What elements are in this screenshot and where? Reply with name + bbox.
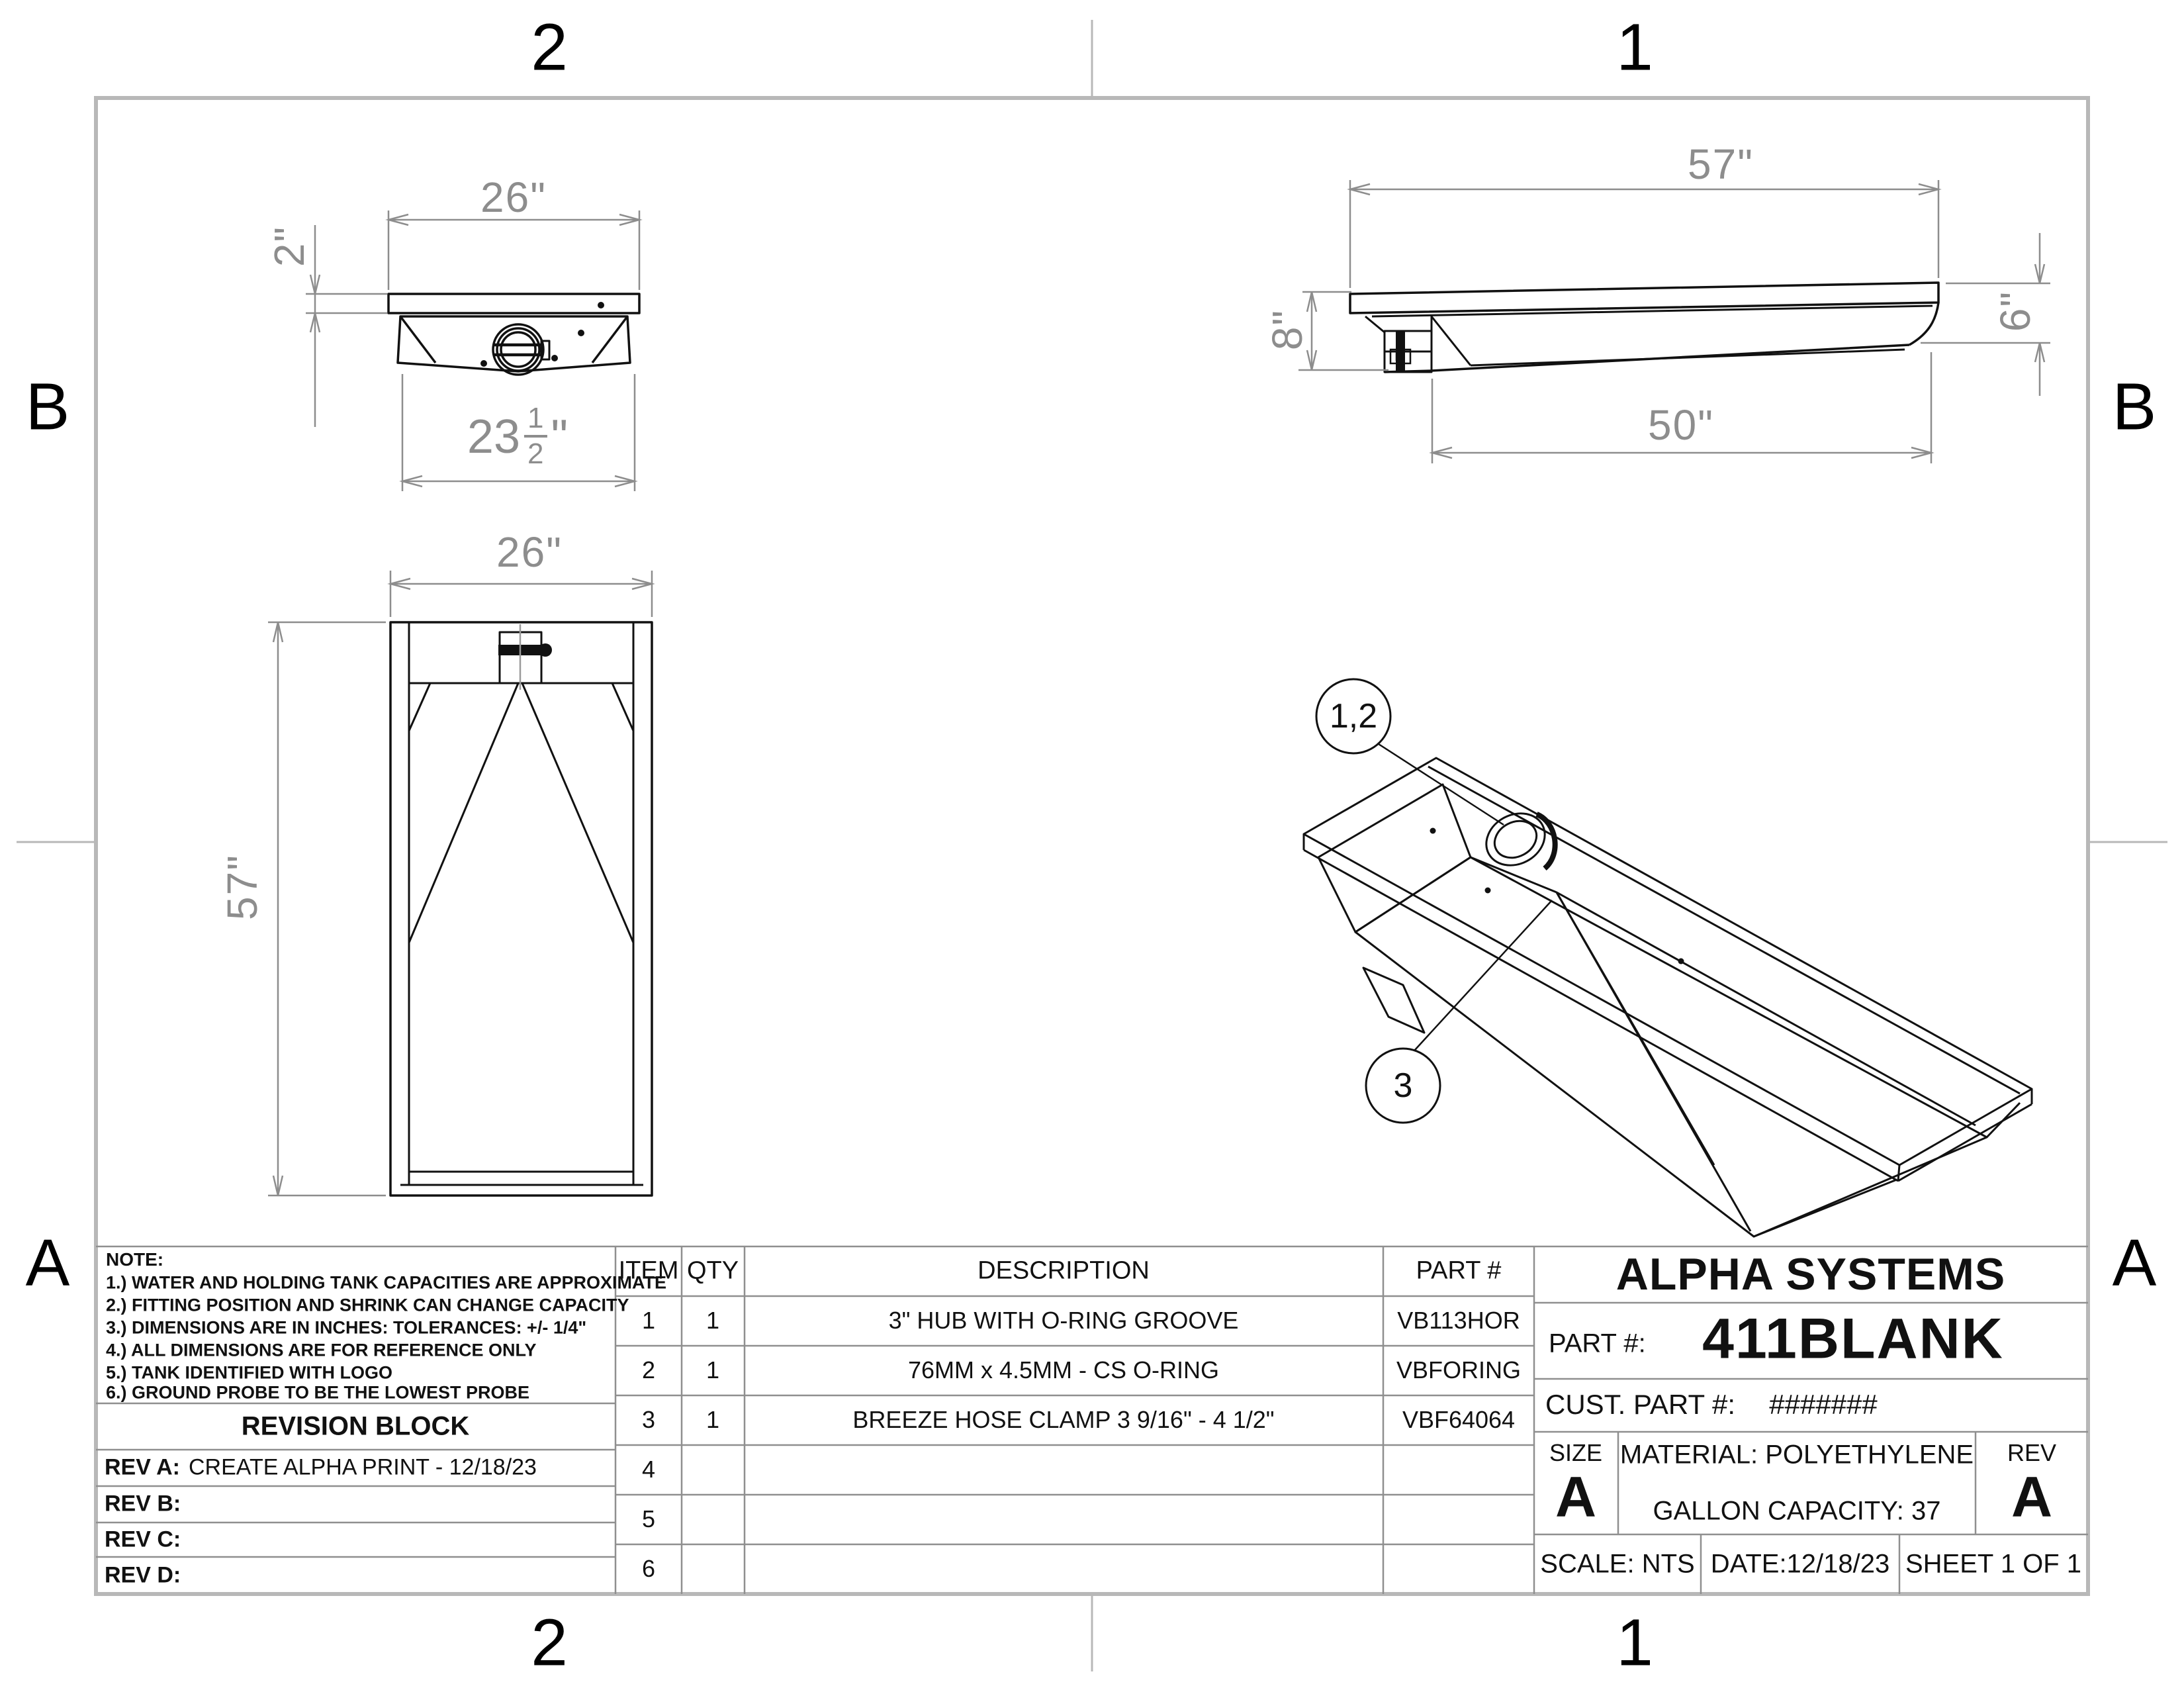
title-size-value: A — [1555, 1465, 1597, 1529]
bom-header-description: DESCRIPTION — [978, 1256, 1150, 1285]
bom-row3-description: BREEZE HOSE CLAMP 3 9/16" - 4 1/2" — [852, 1406, 1275, 1433]
bom-header-item: ITEM — [618, 1256, 679, 1285]
title-material: MATERIAL: POLYETHYLENE — [1619, 1440, 1974, 1470]
title-cust-part-label: CUST. PART #: — [1545, 1389, 1736, 1420]
bom-row6-item: 6 — [641, 1555, 656, 1582]
dim-front-view-width: 26" — [496, 528, 563, 576]
note-line-6: 6.) GROUND PROBE TO BE THE LOWEST PROBE — [106, 1382, 530, 1403]
title-rev-label: REV — [2007, 1439, 2057, 1466]
iso-view — [1302, 757, 2033, 1238]
zone-label-bottom-2: 2 — [531, 1605, 568, 1680]
title-capacity: GALLON CAPACITY: 37 — [1653, 1496, 1941, 1526]
side-view — [1349, 281, 1940, 373]
end-view — [387, 293, 641, 376]
dim-side-view-right-height: 6" — [1991, 290, 2039, 332]
rev-b-label: REV B: — [105, 1491, 181, 1517]
bom-header-part: PART # — [1416, 1256, 1502, 1285]
dim-fraction-den: 2 — [527, 438, 544, 470]
note-line-1: 1.) WATER AND HOLDING TANK CAPACITIES AR… — [106, 1272, 667, 1293]
notes-title: NOTE: — [106, 1249, 164, 1270]
title-part-label: PART #: — [1549, 1329, 1646, 1358]
end-view-dims — [306, 211, 643, 491]
dim-side-view-left-height: 8" — [1263, 308, 1311, 351]
title-scale: SCALE: NTS — [1540, 1549, 1695, 1579]
dim-side-view-length: 57" — [1688, 140, 1754, 188]
balloon-clamp: 3 — [1393, 1066, 1413, 1105]
dim-side-view-bottom-length: 50" — [1648, 401, 1714, 449]
dim-front-view-height: 57" — [218, 854, 266, 920]
dim-fraction-num: 1 — [524, 404, 547, 438]
side-view-clamp — [1389, 331, 1412, 372]
end-view-probes — [480, 302, 604, 367]
bom-row2-description: 76MM x 4.5MM - CS O-RING — [907, 1356, 1220, 1383]
zone-label-left-a: A — [25, 1225, 70, 1300]
note-line-2: 2.) FITTING POSITION AND SHRINK CAN CHAN… — [106, 1295, 629, 1315]
bom-row2-part: VBFORING — [1396, 1356, 1522, 1383]
bom-row2-item: 2 — [641, 1356, 656, 1383]
note-line-4: 4.) ALL DIMENSIONS ARE FOR REFERENCE ONL… — [106, 1340, 537, 1360]
title-date: DATE:12/18/23 — [1710, 1549, 1890, 1579]
bom-row3-part: VBF64064 — [1402, 1406, 1516, 1433]
bom-row3-item: 3 — [641, 1406, 656, 1433]
zone-label-top-2: 2 — [531, 10, 568, 85]
title-sheet: SHEET 1 OF 1 — [1905, 1549, 2082, 1579]
note-line-3: 3.) DIMENSIONS ARE IN INCHES: TOLERANCES… — [106, 1317, 587, 1338]
zone-label-top-1: 1 — [1616, 10, 1653, 85]
bom-row5-item: 5 — [641, 1505, 656, 1532]
dim-unit: " — [551, 410, 569, 464]
title-size-label: SIZE — [1549, 1439, 1603, 1466]
note-line-5: 5.) TANK IDENTIFIED WITH LOGO — [106, 1362, 392, 1383]
rev-d-label: REV D: — [105, 1562, 181, 1588]
dim-end-view-width: 26" — [480, 173, 547, 221]
iso-balloons — [1315, 678, 1553, 1124]
balloon-hub-oring: 1,2 — [1329, 697, 1378, 735]
dim-end-view-flange: 2" — [265, 225, 313, 267]
title-cust-part-value: ####### — [1769, 1389, 1878, 1420]
rev-a-text: CREATE ALPHA PRINT - 12/18/23 — [189, 1454, 537, 1480]
iso-view-probes — [1430, 827, 1684, 964]
title-company: ALPHA SYSTEMS — [1615, 1249, 2006, 1299]
bom-row1-part: VB113HOR — [1397, 1307, 1520, 1334]
bom-row4-item: 4 — [641, 1456, 656, 1483]
sheet-border — [17, 20, 2167, 1671]
front-view-clamp — [498, 624, 552, 690]
side-view-dims — [1298, 180, 2050, 463]
dim-whole: 23 — [467, 410, 521, 464]
bom-row3-qty: 1 — [705, 1406, 720, 1433]
front-view-dims — [268, 571, 655, 1197]
title-rev-value: A — [2011, 1465, 2053, 1529]
rev-c-label: REV C: — [105, 1526, 181, 1552]
title-part-number: 411BLANK — [1702, 1307, 2004, 1371]
zone-label-right-a: A — [2112, 1225, 2157, 1300]
zone-label-bottom-1: 1 — [1616, 1605, 1653, 1680]
zone-label-right-b: B — [2112, 369, 2157, 444]
bottom-strip-grid — [96, 1245, 2088, 1594]
bom-header-qty: QTY — [686, 1256, 739, 1285]
bom-row2-qty: 1 — [705, 1356, 720, 1383]
rev-a-label: REV A: — [105, 1454, 180, 1480]
bom-row1-description: 3" HUB WITH O-RING GROOVE — [888, 1307, 1239, 1334]
bom-row1-qty: 1 — [705, 1307, 720, 1334]
revision-block-title: REVISION BLOCK — [241, 1411, 470, 1441]
bom-row1-item: 1 — [641, 1307, 656, 1334]
zone-label-left-b: B — [25, 369, 70, 444]
front-view — [389, 621, 653, 1197]
